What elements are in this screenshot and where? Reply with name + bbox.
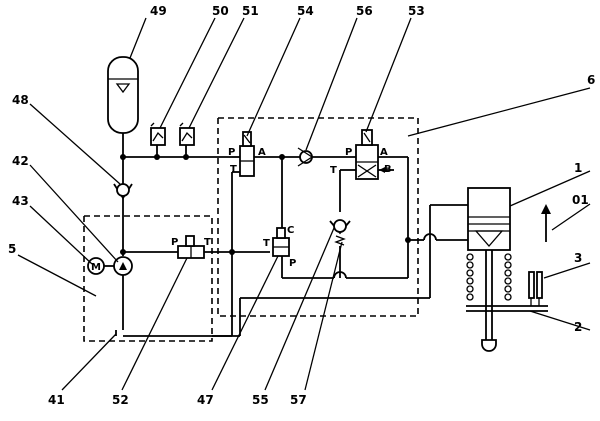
motor-label: M [91,262,101,273]
enclosure-6 [217,117,419,317]
motor-43: M [87,257,114,275]
label-47: 47 [197,393,214,407]
label-3: 3 [574,251,582,265]
check-valve-56 [297,147,330,167]
sensors-3 [528,271,543,306]
valve-52: P T [171,235,211,259]
valve-54: P A T [228,131,266,177]
pressure-switch-51 [179,122,195,157]
cylinder-1 [467,187,511,352]
v54-A: A [258,147,266,158]
label-55: 55 [252,393,269,407]
label-49: 49 [150,4,167,18]
v54-T: T [230,164,237,175]
direction-arrow-01 [541,204,551,242]
label-41: 41 [48,393,65,407]
v47-C: C [287,225,294,236]
label-52: 52 [112,393,129,407]
leader-lines [17,17,591,391]
valve-47: C T P [263,225,296,269]
label-54: 54 [297,4,314,18]
label-48: 48 [12,93,29,107]
label-42: 42 [12,154,29,168]
v53-P: P [345,147,352,158]
v53-A: A [380,147,388,158]
label-6: 6 [587,73,595,87]
label-50: 50 [212,4,229,18]
spring-coils [466,253,512,301]
callout-labels: 49 50 51 54 56 53 48 6 42 43 5 1 01 3 2 … [8,4,595,407]
pump-42 [113,256,133,330]
label-2: 2 [574,320,582,334]
label-1: 1 [574,161,582,175]
v53-T: T [330,165,337,176]
label-56: 56 [356,4,373,18]
check-valve-48 [113,183,133,256]
label-53: 53 [408,4,425,18]
label-57: 57 [290,393,307,407]
v47-P: P [289,258,296,269]
v52-P: P [171,237,178,248]
v54-P: P [228,147,235,158]
label-51: 51 [242,4,259,18]
label-01: 01 [572,193,589,207]
label-5: 5 [8,242,16,256]
pressure-switch-50 [150,122,166,157]
v47-T: T [263,238,270,249]
v52-T: T [204,237,211,248]
accumulator-49 [107,56,139,185]
label-43: 43 [12,194,29,208]
enclosure-5 [83,215,213,342]
